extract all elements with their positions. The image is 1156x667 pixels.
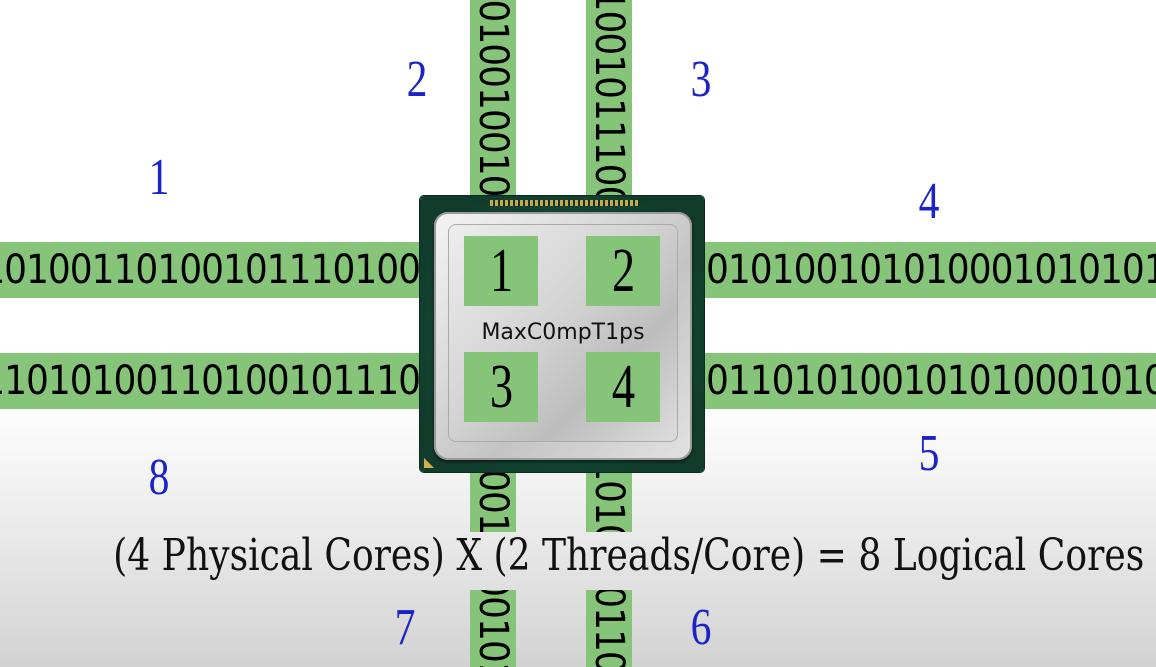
physical-core-1: 1	[464, 236, 538, 306]
thread-stream-5-lower: 1010	[586, 472, 632, 532]
cpu-contacts	[490, 200, 640, 206]
core-label: 3	[489, 353, 513, 421]
thread-stream-8-lower: 00010	[470, 472, 516, 532]
bit-string: 00100101110010	[586, 0, 632, 196]
thread-number-6: 6	[690, 599, 712, 656]
bit-string: 00101	[470, 590, 516, 667]
physical-core-2: 2	[586, 236, 660, 306]
equation-caption: (4 Physical Cores) X (2 Threads/Core) = …	[0, 530, 1156, 581]
bit-string: 0101001010100010101011011	[706, 247, 1156, 293]
thread-stream-6: 0110	[586, 590, 632, 667]
physical-core-3: 3	[464, 352, 538, 422]
bit-string: 0100111010100110100101110	[0, 358, 420, 404]
thread-stream-8: 0100111010100110100101110	[0, 353, 420, 409]
thread-stream-3: 00100101110010	[586, 0, 632, 196]
thread-stream-4: 0101001010100010101011011	[704, 242, 1156, 298]
cpu-chip: 1 2 3 4 MaxC0mpT1ps	[420, 196, 704, 472]
thread-number-8: 8	[148, 449, 170, 506]
thread-stream-5: 0110101001010100010101011	[704, 353, 1156, 409]
physical-core-4: 4	[586, 352, 660, 422]
thread-stream-2: 0101001001011	[470, 0, 516, 196]
thread-number-3: 3	[690, 51, 712, 108]
bit-string: 0110	[586, 590, 632, 667]
core-label: 2	[611, 237, 635, 305]
thread-number-4: 4	[918, 173, 940, 230]
equation-text: (4 Physical Cores) X (2 Threads/Core) = …	[113, 530, 1145, 581]
core-label: 4	[611, 353, 635, 421]
thread-number-5: 5	[918, 425, 940, 482]
thread-number-1: 1	[148, 149, 170, 206]
bit-string: 0111010100110100101110100	[0, 247, 420, 293]
thread-number-2: 2	[406, 51, 428, 108]
bit-string: 0110101001010100010101011	[706, 358, 1156, 404]
bit-string: 0101001001011	[470, 0, 516, 196]
thread-number-7: 7	[394, 599, 416, 656]
core-label: 1	[489, 237, 513, 305]
thread-stream-1: 0111010100110100101110100	[0, 242, 420, 298]
bit-string: 00010	[470, 472, 516, 532]
cpu-brand-label: MaxC0mpT1ps	[481, 320, 645, 345]
cpu-heatspreader: 1 2 3 4 MaxC0mpT1ps	[434, 212, 692, 460]
bit-string: 1010	[586, 472, 632, 532]
thread-stream-7: 00101	[470, 590, 516, 667]
cpu-orientation-marker	[424, 458, 434, 468]
